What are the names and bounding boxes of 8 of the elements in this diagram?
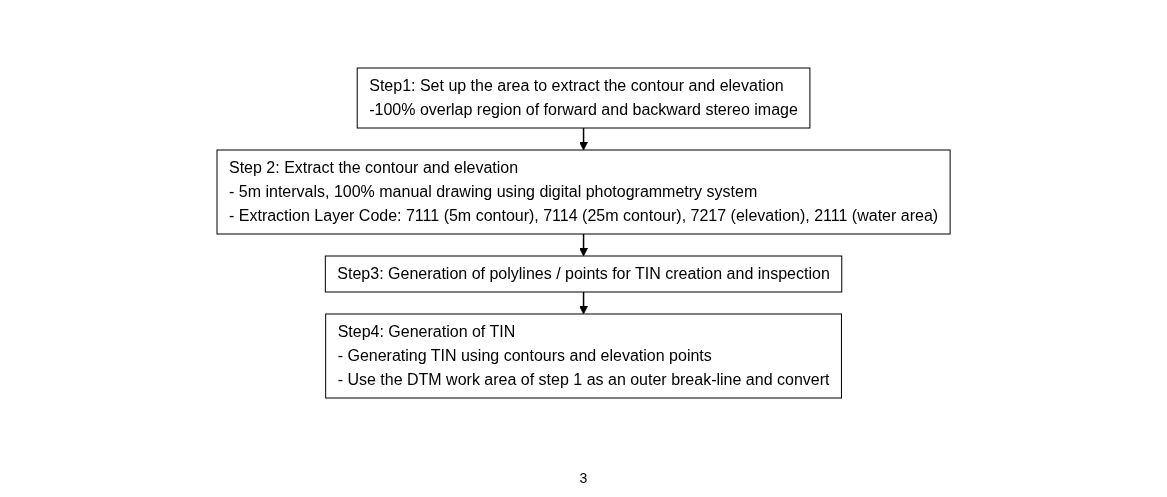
arrow xyxy=(579,233,588,257)
arrow xyxy=(579,127,588,151)
arrow xyxy=(579,291,588,315)
page-number: 3 xyxy=(579,470,588,486)
node-box: Step1: Set up the area to extract the contour and elevation -100% overlap region of forward and backward stereo image xyxy=(356,67,811,129)
node-box: Step 2: Extract the contour and elevation - 5m intervals, 100% manual drawing using digital photogrammetry system - Extraction Layer Code: 7111 (5m contour), 7114 (25m contour), 7217 (elevation), 2111 (water area) xyxy=(216,149,951,235)
node-box: Step4: Generation of TIN - Generating TIN using contours and elevation points - Use the DTM work area of step 1 as an outer break-line and convert xyxy=(325,313,842,399)
node-box: Step3: Generation of polylines / points for TIN creation and inspection xyxy=(324,255,843,293)
